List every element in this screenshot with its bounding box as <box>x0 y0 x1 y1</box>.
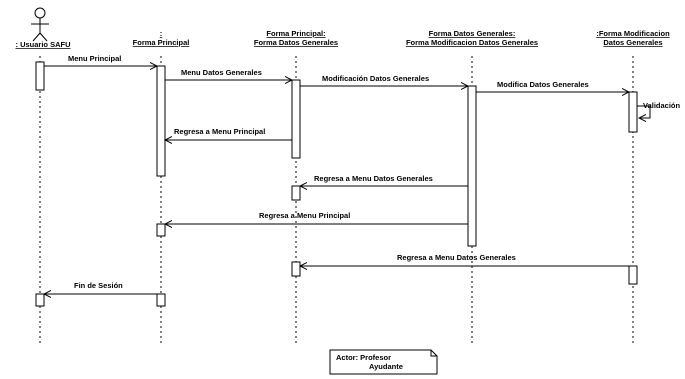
activation-modificacion-1 <box>628 91 638 133</box>
message-menu-principal: Menu Principal <box>44 54 157 66</box>
activation-principal-datos-1 <box>291 79 301 159</box>
svg-text:Regresa a Menu Principal: Regresa a Menu Principal <box>174 127 265 136</box>
participant-usuario-label: : Usuario SAFU <box>15 40 70 49</box>
participant-modificacion-line1: :Forma Modificacion <box>596 29 670 38</box>
activation-principal-1 <box>156 65 166 177</box>
svg-text:Regresa a Menu Datos Generales: Regresa a Menu Datos Generales <box>314 174 433 183</box>
actor-note: Actor: Profesor Ayudante <box>329 349 438 375</box>
activation-principal-2 <box>156 223 166 237</box>
svg-text:Modifica Datos Generales: Modifica Datos Generales <box>497 80 589 89</box>
activation-datos-modif-1 <box>467 85 477 247</box>
message-menu-datos-generales: Menu Datos Generales <box>165 68 292 80</box>
svg-text:Menu Principal: Menu Principal <box>68 54 121 63</box>
svg-text:Menu Datos Generales: Menu Datos Generales <box>181 68 262 77</box>
message-modificacion-datos-generales: Modificación Datos Generales <box>300 74 468 86</box>
message-regresa-menu-principal-2: Regresa a Menu Principal <box>165 211 468 224</box>
activation-usuario-1 <box>35 61 45 91</box>
note-line-1: Actor: Profesor <box>336 353 391 362</box>
participant-principal-datos-line1: Forma Principal: <box>266 29 325 38</box>
activation-principal-datos-3 <box>291 261 301 277</box>
activation-principal-datos-2 <box>291 185 301 201</box>
participant-modificacion-line2: Datos Generales <box>603 38 662 47</box>
svg-text:Regresa a Menu Principal: Regresa a Menu Principal <box>259 211 350 220</box>
activation-principal-3 <box>156 293 166 307</box>
message-regresa-menu-principal-1: Regresa a Menu Principal <box>165 127 292 140</box>
message-modifica-datos-generales: Modifica Datos Generales <box>476 80 629 92</box>
message-regresa-menu-datos-generales-2: Regresa a Menu Datos Generales <box>300 253 629 266</box>
svg-text:Regresa a Menu Datos Generales: Regresa a Menu Datos Generales <box>397 253 516 262</box>
note-line-2: Ayudante <box>369 362 403 371</box>
activation-usuario-2 <box>35 293 45 307</box>
participant-principal-line1: : <box>160 29 163 38</box>
actor-icon <box>31 7 49 42</box>
activation-modificacion-2 <box>628 265 638 285</box>
participant-principal-line2: Forma Principal <box>133 38 190 47</box>
message-validacion: Validación <box>637 101 681 118</box>
message-fin-de-sesion: Fin de Sesión <box>44 281 157 294</box>
svg-text:Fin de Sesión: Fin de Sesión <box>74 281 123 290</box>
message-regresa-menu-datos-generales-1: Regresa a Menu Datos Generales <box>300 174 468 186</box>
participant-datos-modif-line1: Forma Datos Generales: <box>429 29 516 38</box>
svg-text:Modificación Datos Generales: Modificación Datos Generales <box>322 74 429 83</box>
participant-principal-datos-line2: Forma Datos Generales <box>254 38 338 47</box>
svg-text:Validación: Validación <box>643 101 681 110</box>
participant-datos-modif-line2: Forma Modificacion Datos Generales <box>406 38 538 47</box>
